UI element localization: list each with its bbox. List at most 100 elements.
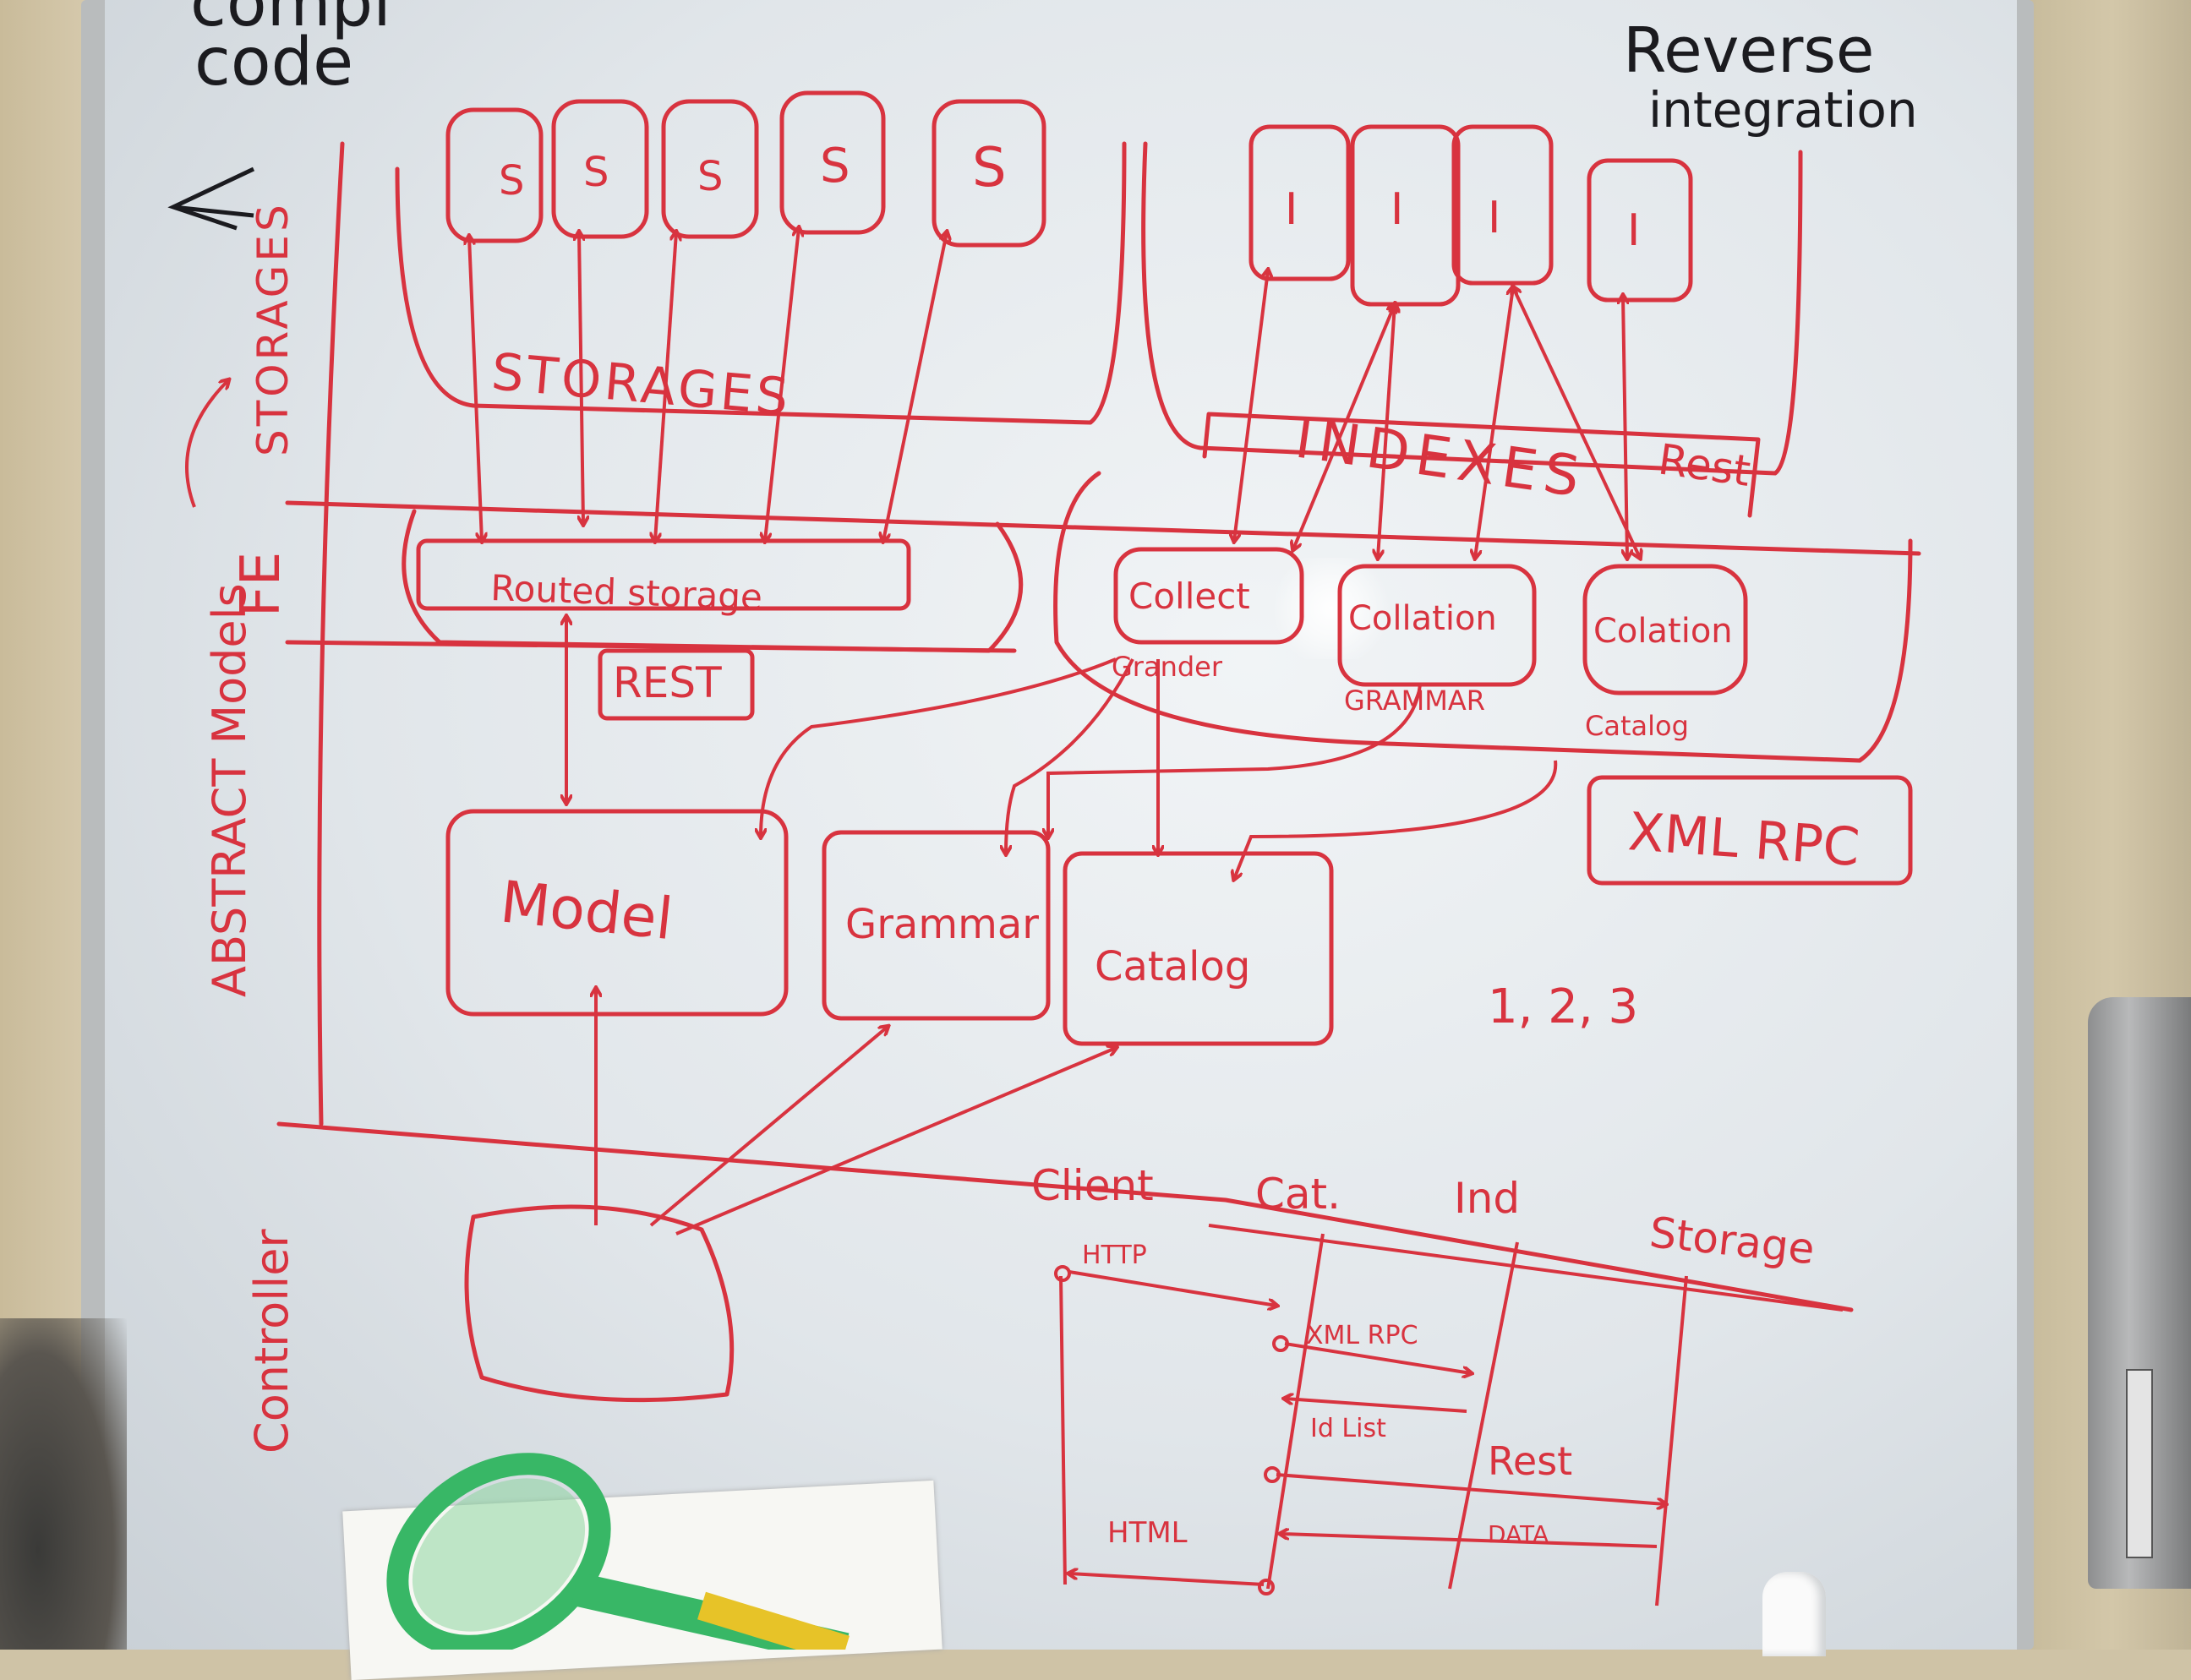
- msg-http-label: HTTP: [1082, 1241, 1147, 1270]
- lifeline-storage: [1655, 1275, 1688, 1606]
- arrow-fe-to-storages: [185, 380, 228, 508]
- lifeline-ind: [1448, 1241, 1519, 1590]
- fe-storage-enclosure: [402, 509, 1024, 653]
- rest-left-label: REST: [613, 658, 722, 707]
- side-fe-label: FE: [230, 552, 292, 617]
- green-racket: [386, 1453, 850, 1650]
- side-storages-label: STORAGES: [249, 201, 298, 456]
- msg-xmlrpc-dot: [1272, 1335, 1289, 1352]
- left-arrow-black: [167, 166, 255, 231]
- grammar-box: [822, 830, 1051, 1021]
- arrow-storage-5: [883, 232, 947, 541]
- top-left-partial-text: compi: [190, 0, 391, 41]
- storage-label-4: S: [820, 139, 850, 194]
- side-controller-label: Controller: [245, 1229, 298, 1454]
- arrow-xml-to-catalog: [1234, 760, 1558, 879]
- msg-idlist-label: Id List: [1310, 1414, 1386, 1443]
- lane-client-label: Client: [1031, 1161, 1154, 1210]
- index-box-2: [1350, 124, 1461, 307]
- msg-rest-dot: [1264, 1466, 1281, 1483]
- index-label-3: I: [1488, 193, 1500, 243]
- arrow-controller-to-grammar: [649, 1027, 888, 1227]
- collect-box: [1113, 547, 1304, 645]
- reverse-text: Reverse: [1623, 14, 1874, 87]
- storage-box-4: [779, 90, 886, 235]
- arrow-index1-collect: [1234, 270, 1268, 541]
- model-box: [445, 809, 789, 1017]
- numbers-label: 1, 2, 3: [1488, 979, 1638, 1034]
- storage-label-3: S: [697, 153, 723, 200]
- msg-rest-arrow: [1276, 1473, 1665, 1504]
- collation-mid-box: [1337, 564, 1537, 687]
- msg-rest-label: Rest: [1488, 1438, 1572, 1484]
- arrow-collect-to-model: [761, 657, 1117, 837]
- arrow-collation-to-grammar: [1048, 684, 1422, 837]
- msg-html-label: HTML: [1107, 1516, 1188, 1550]
- msg-xmlrpc-label: XML RPC: [1306, 1321, 1418, 1350]
- dark-object-corner: [0, 1318, 127, 1650]
- collation-mid-sub-label: GRAMMAR: [1344, 685, 1485, 717]
- storage-box-3: [661, 99, 759, 239]
- msg-data-label: DATA: [1488, 1520, 1549, 1548]
- storages-label: STORAGES: [489, 342, 794, 428]
- fe-band-top-line: [285, 500, 1921, 556]
- index-label-2: I: [1391, 184, 1403, 235]
- routed-storage-label: Routed storage: [490, 567, 763, 618]
- collect-label: Collect: [1128, 575, 1250, 617]
- lane-cat-label: Cat.: [1255, 1170, 1341, 1219]
- collation-right-sub-label: Catalog: [1585, 710, 1689, 742]
- storage-label-5: S: [972, 137, 1007, 199]
- arrow-controller-to-catalog: [675, 1048, 1116, 1235]
- xml-rpc-box: [1587, 775, 1913, 886]
- catalog-box: [1063, 851, 1334, 1046]
- model-label: Model: [497, 869, 675, 953]
- arrow-index3-collation: [1475, 287, 1513, 558]
- indexes-label: INDEXES: [1292, 406, 1591, 510]
- left-vertical-line: [317, 141, 345, 1126]
- storage-label-2: S: [583, 149, 609, 196]
- lane-ind-label: Ind: [1454, 1174, 1520, 1223]
- side-models-label: ABSTRACT Models: [203, 583, 256, 997]
- lane-storage-label: Storage: [1647, 1208, 1817, 1274]
- storage-box-5: [932, 99, 1046, 248]
- device-label: [2126, 1369, 2153, 1558]
- catalog-label: Catalog: [1095, 943, 1250, 990]
- msg-idlist-arrow: [1285, 1399, 1467, 1413]
- controller-separator-line: [276, 1121, 1854, 1312]
- collect-sub-label: Grander: [1112, 651, 1223, 683]
- sequence-header-line: [1208, 1224, 1844, 1312]
- arrow-collect-to-grammar: [1006, 658, 1134, 854]
- msg-http-dot: [1054, 1265, 1071, 1282]
- xml-rpc-label: XML RPC: [1626, 800, 1861, 878]
- integration-text: integration: [1648, 81, 1918, 139]
- arrow-index4-colation: [1623, 296, 1627, 558]
- lifeline-client: [1059, 1275, 1067, 1585]
- indexes-container: [1141, 141, 1803, 476]
- storage-box-1: [445, 107, 544, 243]
- top-left-code-text: code: [194, 25, 353, 101]
- storage-label-1: S: [499, 157, 524, 205]
- index-box-3: [1451, 124, 1554, 286]
- marker-cleaner-bottle: [1762, 1572, 1826, 1656]
- collation-right-label: Colation: [1593, 612, 1733, 651]
- rest-box-left: [598, 648, 755, 721]
- arrow-storage-4: [765, 228, 799, 541]
- grammar-label: Grammar: [845, 901, 1039, 948]
- msg-html-arrow: [1069, 1574, 1265, 1586]
- msg-data-arrow: [1281, 1534, 1658, 1548]
- rest-top-label: Rest: [1655, 434, 1753, 496]
- indexes-fe-enclosure: [1053, 471, 1913, 763]
- arrow-index2-collation: [1378, 304, 1395, 558]
- index-label-1: I: [1285, 184, 1298, 235]
- msg-http-arrow: [1068, 1270, 1276, 1306]
- storage-box-2: [551, 99, 649, 239]
- msg-html-dot: [1258, 1579, 1275, 1595]
- arrow-storage-3: [655, 232, 676, 541]
- arrow-index3-colation: [1513, 287, 1640, 558]
- msg-xmlrpc-arrow: [1284, 1342, 1471, 1373]
- collation-mid-label: Collation: [1348, 599, 1497, 638]
- controller-blob: [464, 1204, 735, 1403]
- index-box-1: [1248, 124, 1351, 281]
- collation-right-box: [1582, 564, 1748, 695]
